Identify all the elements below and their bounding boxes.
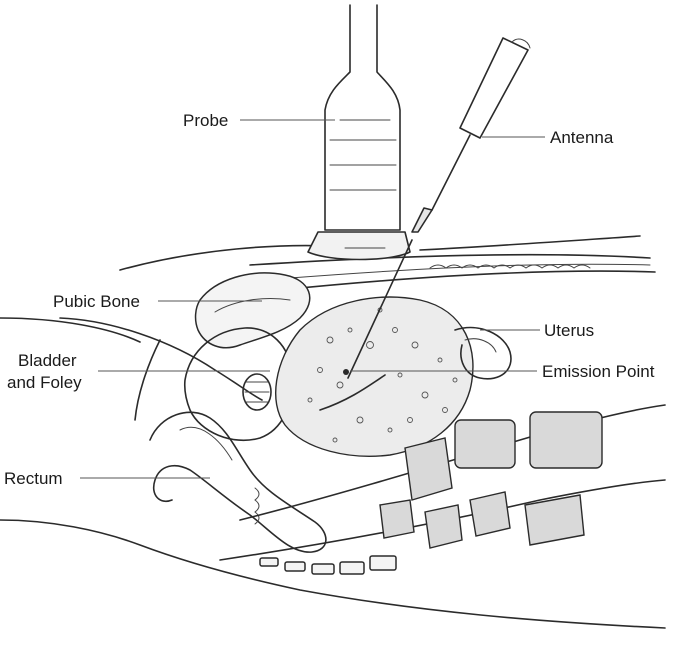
emission-point-marker (343, 369, 349, 375)
vertebra-4 (469, 491, 511, 537)
vertebra-3 (404, 437, 453, 501)
antenna-label: Antenna (550, 128, 614, 147)
coccyx-seg-1 (259, 557, 279, 567)
emission-point-label: Emission Point (542, 362, 655, 381)
vertebra-5 (524, 494, 585, 546)
rectum-label: Rectum (4, 469, 63, 488)
sacrum (219, 404, 666, 575)
coccyx-seg-4 (339, 561, 365, 575)
coccyx-seg-3 (311, 563, 335, 575)
coccyx-seg-5 (369, 555, 397, 571)
pubic-bone-label: Pubic Bone (53, 292, 140, 311)
body-outline (0, 317, 666, 629)
vertebra-1 (454, 419, 516, 469)
antenna (347, 37, 531, 379)
coccyx-seg-2 (284, 561, 306, 572)
vertebra-2 (529, 411, 603, 469)
pubic-bone (194, 272, 311, 349)
rectum (149, 411, 327, 553)
probe-label: Probe (183, 111, 228, 130)
vertebra-7 (379, 499, 415, 539)
uterus (274, 296, 512, 457)
abdominal-wall (119, 235, 656, 291)
ultrasound-probe (307, 4, 411, 261)
uterus-bubbles (307, 307, 458, 443)
vertebra-6 (424, 504, 463, 549)
foley-catheter (59, 317, 263, 401)
uterus-label: Uterus (544, 321, 594, 340)
bladder-label-line1: Bladder (18, 351, 77, 370)
bladder-label-line2: and Foley (7, 373, 82, 392)
